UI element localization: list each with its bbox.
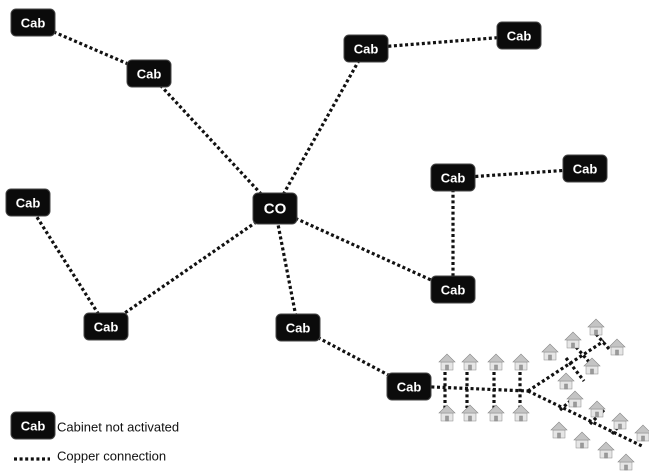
cabinet-node-7: Cab (430, 275, 476, 304)
link-co-cab7 (274, 207, 454, 292)
cabinet-node-10: Cab (275, 313, 321, 342)
legend-cabinet-sample: Cab (10, 411, 56, 440)
link-street-ne (527, 339, 605, 393)
cabinet-label: Cab (441, 171, 466, 186)
house-icon (634, 424, 649, 442)
link-cab2-co (147, 71, 277, 211)
cabinet-label: Cab (441, 283, 466, 298)
house-icon (597, 441, 615, 459)
co-node: CO (252, 192, 298, 225)
link-co-cab9 (105, 207, 276, 328)
house-icon (617, 453, 635, 471)
cabinet-label: Cab (397, 380, 422, 395)
link-cab8-cab9 (26, 202, 108, 327)
house-icon (438, 404, 456, 422)
house-icon (566, 390, 584, 408)
cabinet-label: Cab (354, 42, 379, 57)
house-icon (564, 331, 582, 349)
house-icon (583, 357, 601, 375)
cabinet-label: Cab (507, 29, 532, 44)
house-icon (588, 400, 606, 418)
house-icon (512, 353, 530, 371)
house-icon (438, 353, 456, 371)
house-icon (611, 412, 629, 430)
legend-cabinet-label: Cab (21, 419, 46, 434)
house-icon (461, 353, 479, 371)
cabinet-node-8: Cab (5, 188, 51, 217)
link-cab3-cab4 (365, 34, 520, 50)
link-street-se (527, 389, 643, 448)
house-icon (573, 431, 591, 449)
cabinet-label: Cab (137, 67, 162, 82)
link-co-cab10 (273, 208, 300, 328)
cabinet-node-4: Cab (496, 21, 542, 50)
legend-copper-text: Copper connection (57, 449, 166, 464)
drop-7 (594, 332, 612, 352)
house-icon (487, 353, 505, 371)
house-icon (587, 318, 605, 336)
cabinet-label: Cab (286, 321, 311, 336)
copper-links (26, 21, 643, 448)
house-icon (487, 404, 505, 422)
house-icon (541, 343, 559, 361)
legend-cabinet-text: Cabinet not activated (57, 420, 179, 435)
co-label: CO (264, 201, 287, 218)
cabinet-node-3: Cab (343, 34, 389, 63)
house-icon (550, 421, 568, 439)
cabinet-node-11: Cab (386, 372, 432, 401)
drop-6 (574, 345, 592, 365)
cabinet-node-1: Cab (10, 8, 56, 37)
house-icon (608, 338, 626, 356)
cabinet-node-6: Cab (562, 154, 608, 183)
cabinet-label: Cab (21, 16, 46, 31)
link-cab10-cab11 (297, 325, 410, 388)
cabinet-label: Cab (573, 162, 598, 177)
legend: Cab Cabinet not activated Copper connect… (10, 411, 179, 464)
house-icon (512, 404, 530, 422)
drop-5 (564, 357, 586, 382)
house-icon (557, 372, 575, 390)
houses (438, 318, 649, 471)
cabinet-node-9: Cab (83, 312, 129, 341)
cabinet-node-5: Cab (430, 163, 476, 192)
cabinet-label: Cab (94, 320, 119, 335)
cabinet-node-2: Cab (126, 59, 172, 88)
cabinet-label: Cab (16, 196, 41, 211)
link-cab1-cab2 (32, 21, 150, 75)
house-icon (461, 404, 479, 422)
link-co-cab3 (273, 47, 368, 210)
